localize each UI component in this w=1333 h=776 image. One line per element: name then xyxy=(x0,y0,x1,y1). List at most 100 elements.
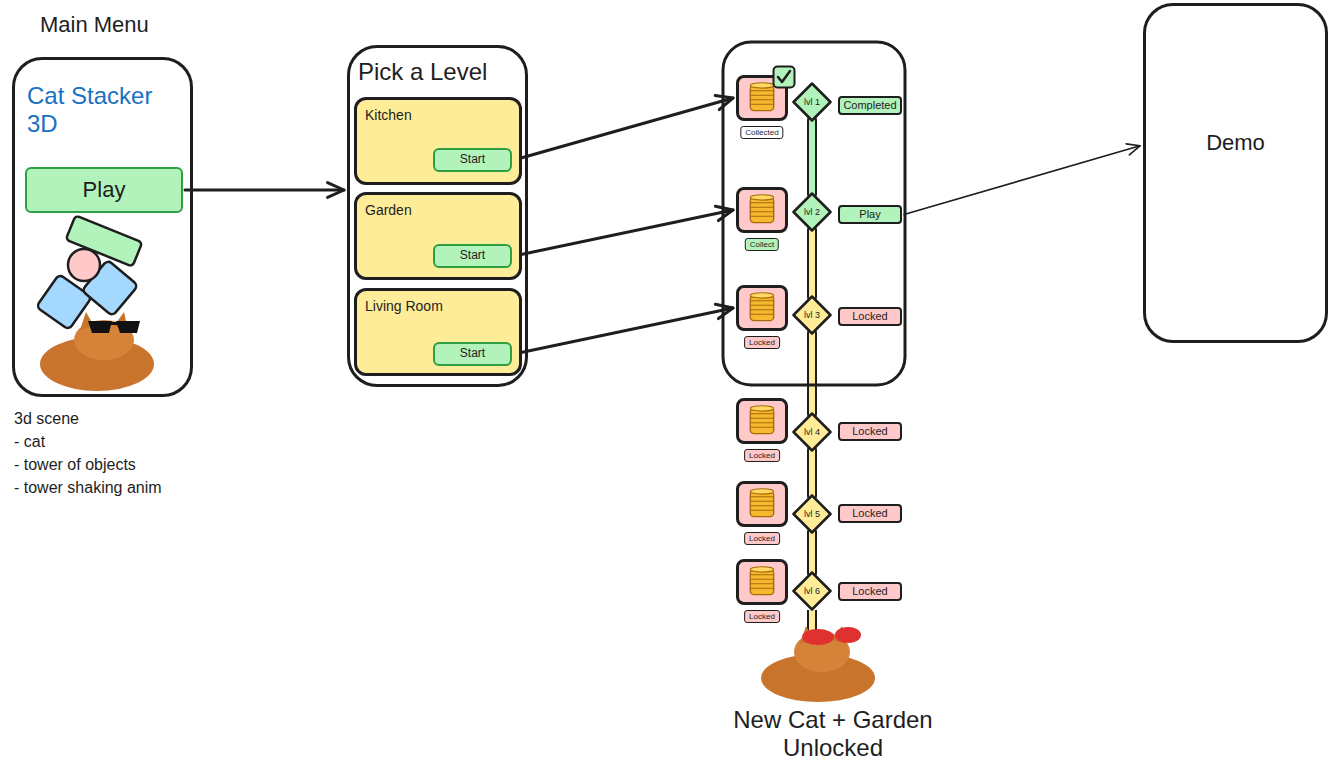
reward-tag: Locked xyxy=(744,336,780,349)
start-button: Start xyxy=(433,342,512,366)
diamond-outline xyxy=(794,414,831,451)
button-label: Play xyxy=(859,208,880,221)
reward-tag: Locked xyxy=(744,532,780,545)
sunglasses-bridge xyxy=(110,322,118,325)
text-holder: Garden xyxy=(365,201,513,219)
level-path xyxy=(812,333,813,414)
path-outline xyxy=(807,532,817,573)
coin-stack xyxy=(750,83,773,111)
button-label: Locked xyxy=(852,585,887,598)
level-number: lvl 4 xyxy=(804,427,820,437)
text-holder: - tower shaking anim xyxy=(14,479,162,497)
sunglasses-lens xyxy=(88,321,112,333)
arrow-head xyxy=(1126,144,1140,155)
text-holder: Collect xyxy=(745,233,779,251)
new-cat xyxy=(761,626,875,702)
level-diamond: lvl 5 xyxy=(792,494,832,534)
screen-frame: Pick a LevelKitchenStartGardenStartLivin… xyxy=(347,45,528,387)
text-holder: Locked xyxy=(744,527,780,545)
diamond-outline xyxy=(794,573,831,610)
arrow-line xyxy=(514,308,733,354)
text-holder: - tower of objects xyxy=(14,456,136,474)
flow-arrow xyxy=(514,206,733,256)
object-tower xyxy=(36,215,142,329)
button-label: Start xyxy=(460,153,485,167)
screen-frame: Main MenuCat Stacker 3DPlay xyxy=(12,57,193,397)
start-button: Start xyxy=(433,148,512,172)
game-title: Cat Stacker 3D xyxy=(27,82,152,137)
tower-block-blue xyxy=(36,274,92,330)
text-holder: Locked xyxy=(744,331,780,349)
level-number: lvl 5 xyxy=(804,509,820,519)
level-number: lvl 2 xyxy=(804,207,820,217)
button-label: Start xyxy=(460,347,485,361)
level-status: Completed xyxy=(838,96,902,115)
flow-arrow xyxy=(185,183,344,198)
button-label: Play xyxy=(83,177,126,202)
note: - tower shaking anim xyxy=(14,479,162,496)
note: - tower of objects xyxy=(14,456,136,473)
red-sunglasses xyxy=(835,627,861,643)
start-button: Start xyxy=(433,244,512,268)
check-badge xyxy=(772,65,796,89)
button-label: Start xyxy=(460,249,485,263)
text-holder: Collected xyxy=(740,121,783,139)
unlock-caption: New Cat + Garden Unlocked xyxy=(733,706,932,761)
text-holder: Demo xyxy=(1146,130,1325,155)
tower-plank xyxy=(66,215,142,266)
level-number: lvl 3 xyxy=(804,310,820,320)
level-path xyxy=(812,532,813,573)
diamond-outline xyxy=(794,496,831,533)
path-outline xyxy=(807,120,817,194)
phone-frame xyxy=(723,42,905,385)
coin-stack xyxy=(750,195,773,223)
level-status: Locked xyxy=(838,504,902,523)
level-name: Garden xyxy=(365,202,412,218)
reward-card: Locked xyxy=(736,559,788,605)
tower-ball xyxy=(68,249,100,281)
level-card: KitchenStart xyxy=(354,97,522,185)
check-box xyxy=(774,67,795,88)
arrow-line xyxy=(185,189,344,192)
reward-tag: Collected xyxy=(740,126,783,139)
path-fill xyxy=(809,120,815,194)
flow-arrow xyxy=(514,95,733,160)
text-holder: 3d scene xyxy=(14,410,79,428)
level-status: Locked xyxy=(838,307,902,326)
text-holder: Pick a Level xyxy=(358,58,487,86)
text-holder: Kitchen xyxy=(365,106,513,124)
level-diamond: lvl 1 xyxy=(792,82,832,122)
text-holder: Main Menu xyxy=(40,12,149,37)
reward-tag: Collect xyxy=(745,238,779,251)
level-status: Locked xyxy=(838,582,902,601)
coin-stack-icon xyxy=(744,290,780,326)
reward-card: Locked xyxy=(736,481,788,527)
screen-title: Demo xyxy=(1206,130,1265,155)
level-number: lvl 6 xyxy=(804,586,820,596)
note: 3d scene xyxy=(14,410,79,427)
play-button: Play xyxy=(25,167,183,213)
button-label: Locked xyxy=(852,425,887,438)
level-diamond: lvl 2 xyxy=(792,192,832,232)
path-fill xyxy=(809,333,815,414)
path-fill xyxy=(809,230,815,297)
level-card: Living RoomStart xyxy=(354,288,522,376)
path-fill xyxy=(809,450,815,496)
path-outline xyxy=(807,333,817,414)
screen-frame: Demo xyxy=(1143,3,1328,343)
menu-cat xyxy=(40,312,154,391)
level-status: Locked xyxy=(838,422,902,441)
diamond-outline xyxy=(794,194,831,231)
text-holder: Locked xyxy=(744,605,780,623)
level-diamond: lvl 6 xyxy=(792,571,832,611)
arrow-head xyxy=(328,183,344,198)
coin-stack xyxy=(750,567,773,595)
reward-tag: Locked xyxy=(744,610,780,623)
screen-title: Main Menu xyxy=(40,12,149,37)
flow-arrow xyxy=(514,304,733,354)
reward-card: Collected xyxy=(736,75,788,121)
text-holder: Locked xyxy=(744,444,780,462)
path-outline xyxy=(807,230,817,297)
red-sunglasses xyxy=(802,629,834,645)
